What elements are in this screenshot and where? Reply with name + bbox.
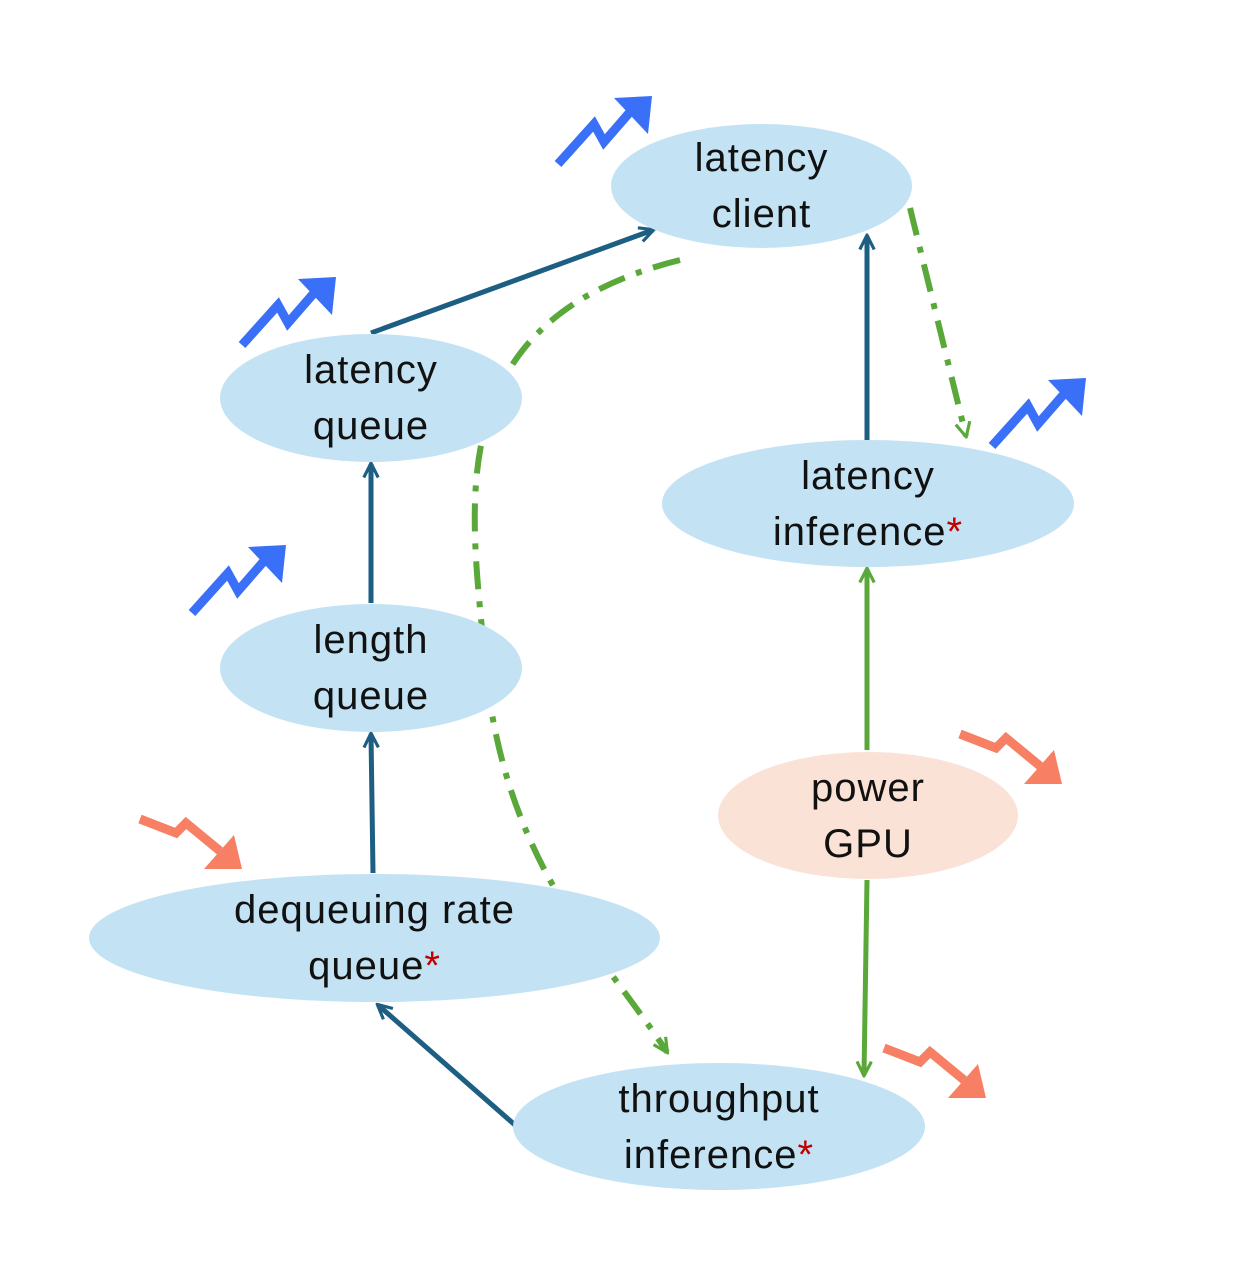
edge-latency-queue-to-latency-client — [370, 230, 653, 336]
node-dequeuing-rate-queue-line2: queue — [308, 944, 425, 988]
trend-up-icon — [988, 378, 1086, 450]
trend-up-icon — [238, 277, 336, 349]
node-throughput-inference-line2: inference — [623, 1132, 798, 1177]
node-throughput-inference: throughput inference* — [513, 1063, 925, 1190]
node-power-gpu-line1: power — [811, 765, 925, 810]
node-latency-client: latency client — [611, 124, 912, 248]
node-throughput-inference-line1: throughput — [618, 1076, 820, 1121]
node-latency-inference: latency inference* — [662, 440, 1074, 567]
trend-down-icon — [138, 814, 242, 869]
node-latency-queue: latency queue — [220, 334, 522, 462]
node-latency-inference-line2-wrap: inference* — [773, 504, 963, 560]
node-power-gpu: power GPU — [718, 752, 1018, 879]
node-latency-queue-line2: queue — [312, 404, 430, 448]
node-length-queue: length queue — [220, 604, 522, 732]
node-latency-client-line2: client — [711, 192, 812, 236]
node-length-queue-line1: length — [313, 618, 429, 662]
trend-down-icon — [958, 729, 1062, 784]
node-latency-queue-line1: latency — [304, 348, 438, 392]
node-latency-client-line1: latency — [694, 136, 829, 180]
asterisk-marker: * — [946, 509, 964, 554]
node-throughput-inference-line2-wrap: inference* — [624, 1127, 814, 1183]
node-power-gpu-line2: GPU — [823, 821, 913, 866]
edge-power-gpu-to-throughput-inference — [864, 879, 867, 1075]
trend-down-icon — [882, 1043, 986, 1098]
node-latency-inference-line2: inference — [772, 509, 947, 554]
edge-dequeuing-to-length-queue — [371, 734, 373, 874]
asterisk-marker: * — [797, 1132, 815, 1177]
trend-up-icon — [554, 96, 652, 168]
node-latency-inference-line1: latency — [801, 453, 935, 498]
asterisk-marker: * — [424, 944, 441, 988]
edge-latency-client-to-latency-inference — [907, 207, 966, 436]
node-dequeuing-rate-queue: dequeuing rate queue* — [89, 874, 660, 1002]
trend-up-icon — [188, 545, 286, 617]
node-dequeuing-rate-queue-line2-wrap: queue* — [308, 938, 441, 994]
node-dequeuing-rate-queue-line1: dequeuing rate — [234, 888, 515, 932]
node-length-queue-line2: queue — [312, 674, 430, 718]
edge-throughput-to-dequeuing — [378, 1005, 517, 1127]
